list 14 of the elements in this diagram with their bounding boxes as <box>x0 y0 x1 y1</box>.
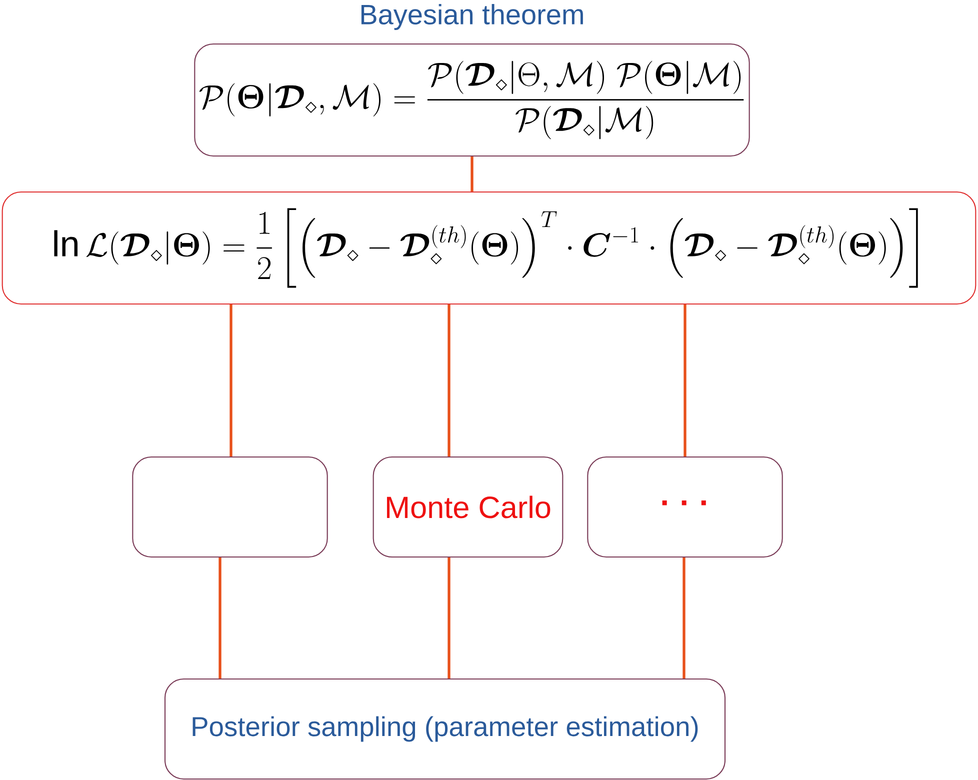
result-box: Posterior sampling (parameter estimation) <box>164 678 726 780</box>
connector-line <box>230 304 232 456</box>
connector-line <box>682 558 686 678</box>
formula-box: $\mathcal{P}(\boldsymbol{\Theta}|\boldsymbol{\mathcal{D}}_\diamond,\mathcal{M}) = \frac{\mathcal{P}(\boldsymbol{\mathcal{D}}_\diamond|\Theta,\mathcal{M})\;\mathcal{P}(\boldsymbol{\Theta}|\mathcal{M})}{\mathcal{P}(\boldsymbol{\mathcal{D}}_\diamond|\mathcal{M})}$ <box>194 43 750 157</box>
method-box <box>132 456 328 558</box>
connector-line <box>448 304 450 456</box>
method-box: Monte Carlo <box>372 456 564 558</box>
title: Bayesian theorem <box>361 4 583 30</box>
formula-box: $\ln\mathcal{L}(\boldsymbol{\mathcal{D}}_\diamond|\boldsymbol{\Theta}) = \frac{1}{2}\left[\left(\boldsymbol{\mathcal{D}}_\diamond-\boldsymbol{\mathcal{D}}_\diamond^{(th)}(\boldsymbol{\Theta})\right)^T\cdot\boldsymbol{C}^{-1}\cdot\left(\boldsymbol{\mathcal{D}}_\diamond-\boldsymbol{\mathcal{D}}_\diamond^{(th)}(\boldsymbol{\Theta})\right)\right]$ <box>2 191 976 305</box>
connector-line <box>470 156 474 192</box>
method-box: · · · <box>587 456 783 558</box>
connector-line <box>218 558 222 678</box>
connector-line <box>448 558 450 678</box>
connector-line <box>684 304 686 456</box>
